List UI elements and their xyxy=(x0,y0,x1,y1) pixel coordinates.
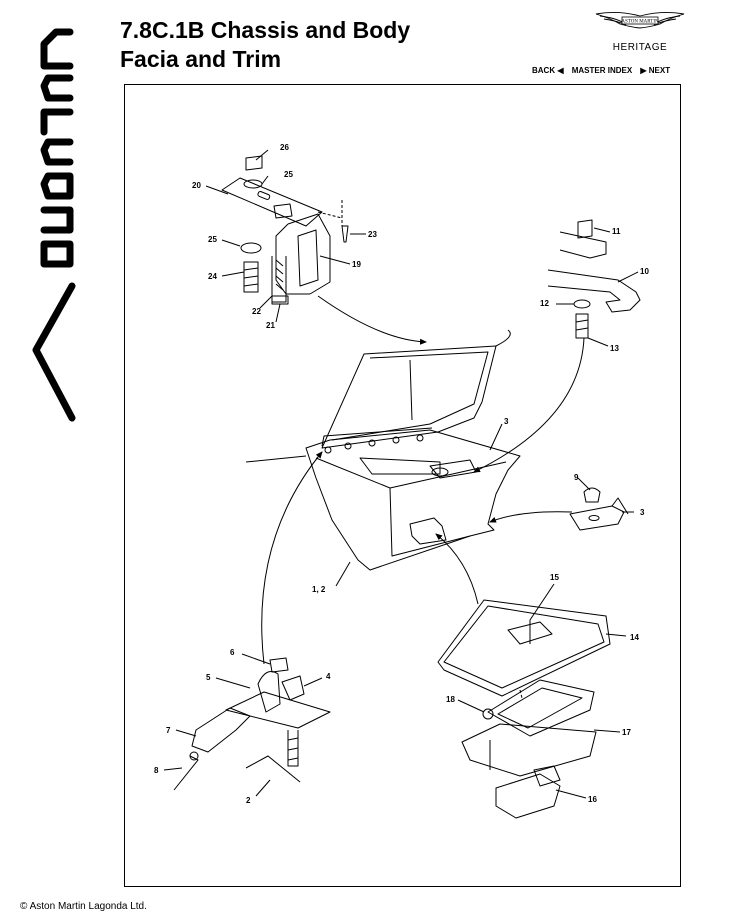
callout-9: 9 xyxy=(574,473,579,482)
callout-21: 21 xyxy=(266,321,275,330)
title-line-1: 7.8C.1B Chassis and Body xyxy=(120,17,411,43)
callout-5: 5 xyxy=(206,673,211,682)
callout-13: 13 xyxy=(610,344,619,353)
vantage-logo xyxy=(32,28,76,422)
heritage-label: HERITAGE xyxy=(612,42,668,53)
hinge-line xyxy=(245,455,307,463)
master-index-link[interactable]: MASTER INDEX xyxy=(571,66,633,75)
callout-17: 17 xyxy=(622,728,631,737)
flow-arrow-striker xyxy=(473,337,585,473)
callout-6: 6 xyxy=(230,648,235,657)
latch-housing xyxy=(437,599,611,819)
callout-10: 10 xyxy=(640,267,649,276)
callout-22: 22 xyxy=(252,307,261,316)
callout-15: 15 xyxy=(550,573,559,582)
callout-11: 11 xyxy=(612,227,621,236)
aston-martin-brand: ASTON MARTIN HERITAGE xyxy=(585,8,695,53)
callout-25-top: 25 xyxy=(284,170,293,179)
next-link[interactable]: ▶ NEXT xyxy=(640,66,671,75)
callout-23: 23 xyxy=(368,230,377,239)
callout-12: 12 xyxy=(540,299,549,308)
callout-1-2: 1, 2 xyxy=(312,585,326,594)
page-title: 7.8C.1B Chassis and Body Facia and Trim xyxy=(120,16,410,74)
logo-text: ASTON MARTIN xyxy=(621,20,659,25)
striker-plate-upper-right xyxy=(547,219,641,339)
callout-3-lower: 3 xyxy=(640,508,645,517)
callout-25-mid: 25 xyxy=(208,235,217,244)
flow-arrow-hinge xyxy=(261,451,323,665)
flow-arrow-latch xyxy=(435,533,479,605)
lid-trim-line xyxy=(495,329,511,347)
hinge-bracket-lower-left xyxy=(173,657,331,791)
glovebox-body xyxy=(305,427,521,571)
page-navigation: BACK ◀ MASTER INDEX ▶ NEXT xyxy=(532,66,676,75)
back-link[interactable]: BACK ◀ xyxy=(532,66,564,75)
flow-arrow-bracket xyxy=(317,295,427,345)
callout-16: 16 xyxy=(588,795,597,804)
callout-8: 8 xyxy=(154,766,159,775)
callout-26: 26 xyxy=(280,143,289,152)
callout-19: 19 xyxy=(352,260,361,269)
flow-arrow-clip xyxy=(489,511,573,523)
copyright-footer: © Aston Martin Lagonda Ltd. xyxy=(20,901,147,912)
bracket-assembly-top xyxy=(221,155,349,305)
title-line-2: Facia and Trim xyxy=(120,46,282,72)
callout-7: 7 xyxy=(166,726,171,735)
callout-4: 4 xyxy=(326,672,331,681)
callout-14: 14 xyxy=(630,633,639,642)
callout-20: 20 xyxy=(192,181,201,190)
glovebox-lid xyxy=(321,345,497,449)
callout-3-upper: 3 xyxy=(504,417,509,426)
callout-2: 2 xyxy=(246,796,251,805)
callout-24: 24 xyxy=(208,272,217,281)
aston-martin-wings-logo: ASTON MARTIN xyxy=(595,11,685,29)
clip-assembly-right xyxy=(569,487,629,531)
diagram-frame xyxy=(124,84,681,887)
callout-18: 18 xyxy=(446,695,455,704)
